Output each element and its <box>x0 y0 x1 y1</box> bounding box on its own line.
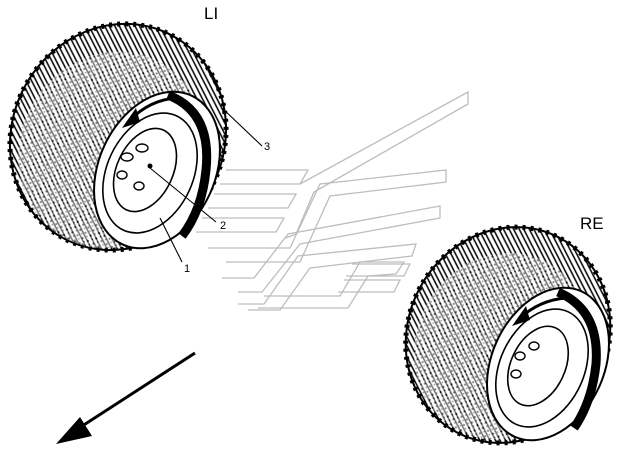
right-rim <box>486 286 610 442</box>
left-wheel <box>7 21 229 253</box>
watermark-logo <box>196 90 469 311</box>
direction-arrow <box>56 351 196 444</box>
left-wheel-label: LI <box>204 4 218 23</box>
callout-number-1: 1 <box>184 263 190 275</box>
left-rim <box>93 90 221 250</box>
callout-leaders <box>149 107 263 263</box>
leader-line-3 <box>221 107 263 147</box>
callout-number-3: 3 <box>264 141 270 153</box>
left-rotation-arrow <box>122 96 177 128</box>
right-rotation-arrow <box>512 296 567 326</box>
right-wheel-label: RE <box>580 214 604 233</box>
callout-number-2: 2 <box>220 220 226 232</box>
right-wheel <box>403 224 613 446</box>
leader-line-1 <box>159 217 183 263</box>
leader-line-2 <box>149 167 217 223</box>
